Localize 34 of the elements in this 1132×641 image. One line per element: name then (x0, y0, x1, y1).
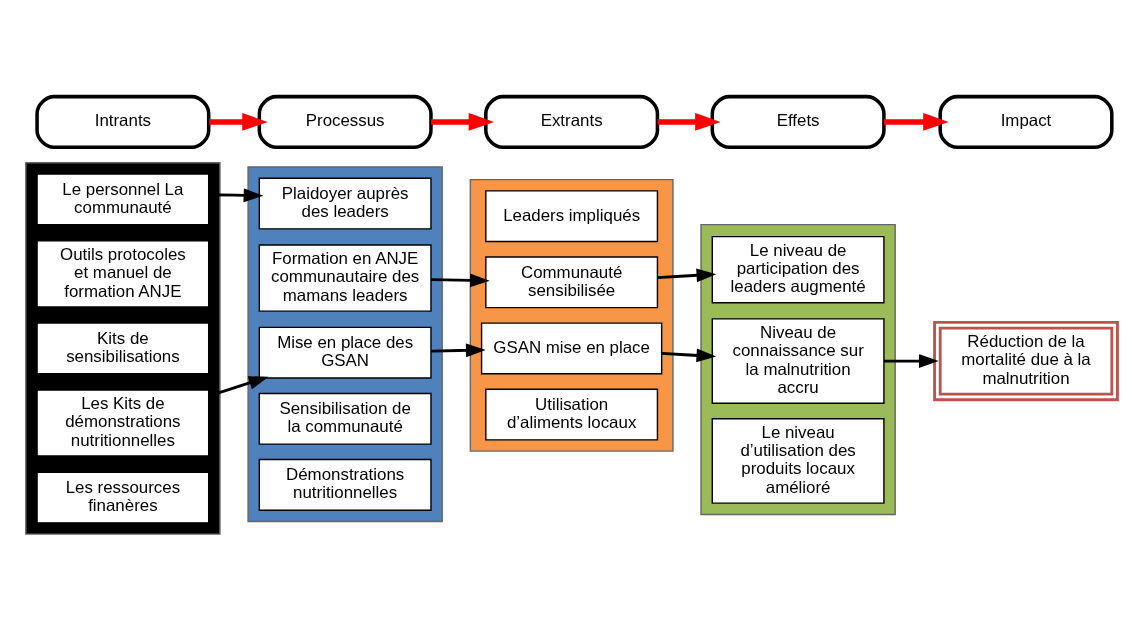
node-box: Réduction de la mortalité due à la malnutrition (933, 320, 1119, 401)
node-box: Impact (938, 94, 1114, 149)
arrow (657, 112, 721, 131)
arrow (431, 112, 495, 131)
cluster (25, 161, 221, 535)
node-box: Le niveau de participation des leaders augmenté (711, 235, 885, 303)
arrow (431, 343, 486, 357)
arrow (883, 353, 939, 368)
arrow (431, 273, 490, 287)
node-box: Sensibilisation de la communauté (258, 392, 432, 445)
node-box: Formation en ANJE communautaire des mamans leaders (258, 243, 432, 312)
node-box: Utilisation d’aliments locaux (485, 388, 659, 441)
node-box: Effets (710, 94, 886, 149)
node-box: Démonstrations nutritionnelles (258, 458, 432, 511)
arrow (657, 267, 717, 282)
node-box: Leaders impliqués (485, 189, 659, 242)
node-box: Les Kits de démonstrations nutritionnelles (36, 388, 210, 457)
node-box: Communauté sensibilisée (485, 255, 659, 308)
node-box: Plaidoyer auprès des leaders (258, 177, 432, 230)
node-box: GSAN mise en place (480, 321, 663, 374)
node-box: Mise en place des GSAN (258, 326, 432, 379)
arrow (209, 112, 268, 131)
node-box: Kits de sensibilisations (36, 321, 210, 374)
arrow (883, 112, 949, 131)
node-box: Outils protocoles et manuel de formation ANJE (36, 239, 210, 308)
node-box: Extrants (484, 94, 660, 149)
node-box: Intrants (35, 94, 211, 149)
node-box: Niveau de connaissance sur la malnutrition accru (711, 317, 885, 404)
node-box: Les ressources finanères (36, 471, 210, 524)
cluster (700, 223, 896, 515)
arrow (662, 348, 717, 362)
node-box: Le niveau d’utilisation des produits locaux amélioré (711, 417, 885, 504)
node-box: Le personnel La communauté (36, 172, 210, 225)
node-box: Processus (257, 94, 433, 149)
